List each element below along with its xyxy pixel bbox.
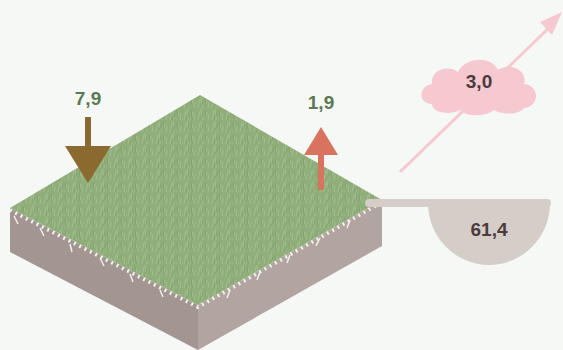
- emission-arrow: [400, 24, 553, 172]
- emission-arrowhead: [540, 12, 562, 35]
- value-text: 61,4: [471, 219, 508, 241]
- input-arrowhead: [65, 146, 111, 183]
- output-arrow-shaft: [318, 150, 324, 190]
- storage-bowl: 61,4: [428, 203, 550, 265]
- input-arrow-shaft: [85, 117, 91, 149]
- value-text: 3,0: [466, 71, 492, 93]
- grass-surface: [10, 95, 382, 305]
- emission-cloud: 3,0: [418, 52, 540, 116]
- flow-value: 1,9: [308, 92, 334, 114]
- output-arrowhead: [304, 127, 338, 155]
- flow-value: 7,9: [75, 88, 101, 110]
